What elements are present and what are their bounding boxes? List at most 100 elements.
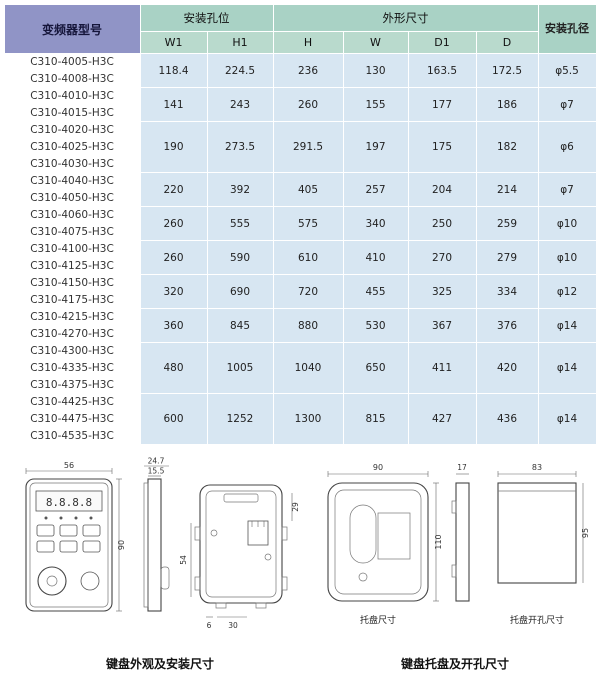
dim-tray-height: 110 xyxy=(434,534,443,549)
dim-keypad-depth-body: 15.5 xyxy=(148,467,165,476)
dim-cell-d: 376 xyxy=(475,308,539,343)
dim-cell-h1: 590 xyxy=(206,240,274,275)
cutout-label: 托盘开孔尺寸 xyxy=(510,614,564,626)
dim-cell-h1: 690 xyxy=(206,274,274,309)
dim-cell-w: 130 xyxy=(342,53,409,88)
dim-cell-w: 455 xyxy=(342,274,409,309)
hole-diameter-header: 安装孔径 xyxy=(537,4,597,54)
hole-diameter-cell: φ7 xyxy=(537,87,597,122)
model-cell: C310-4175-H3C xyxy=(3,291,141,309)
hole-diameter-cell: φ10 xyxy=(537,240,597,275)
dim-cell-w: 257 xyxy=(342,172,409,207)
keypad-display-window xyxy=(35,490,103,512)
dim-cell-h: 405 xyxy=(272,172,344,207)
spec-row: C310-4535-H3C xyxy=(3,427,596,445)
keypad-drawings: 8.8.8.8 56 90 xyxy=(25,457,300,630)
col-header-h: H xyxy=(272,31,344,54)
mount-tab xyxy=(281,576,288,591)
tray-front-view xyxy=(327,482,429,602)
dim-cell-w1: 141 xyxy=(139,87,208,122)
mounting-holes-header: 安装孔位 xyxy=(139,4,274,32)
spec-row: C310-4270-H3C xyxy=(3,325,596,343)
dim-cell-w1: 320 xyxy=(139,274,208,309)
led-indicator-icon xyxy=(44,516,48,520)
col-header-d1: D1 xyxy=(407,31,477,54)
led-indicator-icon xyxy=(59,516,63,520)
dim-tray-depth: 17 xyxy=(457,463,467,472)
dim-cell-w: 815 xyxy=(342,393,409,445)
dim-back-bottom-b: 30 xyxy=(228,621,238,630)
hole-diameter-cell: φ6 xyxy=(537,121,597,173)
model-cell: C310-4335-H3C xyxy=(3,359,141,377)
dim-cell-d1: 250 xyxy=(407,206,477,241)
dim-cell-d1: 177 xyxy=(407,87,477,122)
led-indicator-icon xyxy=(89,516,93,520)
dim-cell-h1: 1005 xyxy=(206,342,274,394)
dim-keypad-width: 56 xyxy=(64,461,74,470)
dim-cell-d1: 204 xyxy=(407,172,477,207)
dim-cell-d1: 367 xyxy=(407,308,477,343)
model-cell: C310-4375-H3C xyxy=(3,376,141,394)
dim-cell-w1: 480 xyxy=(139,342,208,394)
dim-cell-d: 420 xyxy=(475,342,539,394)
mount-tab xyxy=(281,526,288,541)
model-cell: C310-4100-H3C xyxy=(3,240,141,258)
mount-tab xyxy=(194,526,201,541)
dim-cell-w: 650 xyxy=(342,342,409,394)
keypad-button xyxy=(36,524,55,537)
dim-tray-width: 90 xyxy=(373,463,383,472)
dim-cell-h1: 392 xyxy=(206,172,274,207)
mount-hole-icon xyxy=(264,553,272,561)
dim-cell-h1: 243 xyxy=(206,87,274,122)
dim-cell-w1: 118.4 xyxy=(139,53,208,88)
outline-dimensions-header: 外形尺寸 xyxy=(272,4,539,32)
spec-row: C310-4008-H3C xyxy=(3,70,596,88)
dim-cell-h: 575 xyxy=(272,206,344,241)
spec-row: C310-4050-H3C xyxy=(3,189,596,207)
dim-cell-d: 182 xyxy=(475,121,539,173)
dim-cell-d1: 270 xyxy=(407,240,477,275)
model-cell: C310-4050-H3C xyxy=(3,189,141,207)
dim-cell-d1: 411 xyxy=(407,342,477,394)
dim-cell-w: 340 xyxy=(342,206,409,241)
hole-diameter-cell: φ14 xyxy=(537,393,597,445)
dim-cell-h: 260 xyxy=(272,87,344,122)
dim-cutout-width: 83 xyxy=(532,463,542,472)
keypad-button xyxy=(82,540,101,553)
caption-tray: 键盘托盘及开孔尺寸 xyxy=(400,657,509,671)
led-indicator-icon xyxy=(74,516,78,520)
model-cell: C310-4020-H3C xyxy=(3,121,141,139)
caption-keypad: 键盘外观及安装尺寸 xyxy=(105,657,214,671)
model-cell: C310-4150-H3C xyxy=(3,274,141,292)
dim-back-left: 54 xyxy=(179,555,188,565)
hole-diameter-cell: φ7 xyxy=(537,172,597,207)
dim-cell-d: 172.5 xyxy=(475,53,539,88)
captions: 键盘外观及安装尺寸 键盘托盘及开孔尺寸 xyxy=(0,655,600,672)
dim-back-bottom-a: 6 xyxy=(207,621,212,630)
tray-drawings: 90 110 托盘尺寸 17 83 95 xyxy=(327,463,590,626)
model-cell: C310-4125-H3C xyxy=(3,257,141,275)
col-header-h1: H1 xyxy=(206,31,274,54)
dim-cell-h1: 845 xyxy=(206,308,274,343)
spec-row: C310-4025-H3C xyxy=(3,138,596,156)
dim-cell-d: 279 xyxy=(475,240,539,275)
model-cell: C310-4535-H3C xyxy=(3,427,141,445)
keypad-button xyxy=(59,540,78,553)
dim-cell-d: 334 xyxy=(475,274,539,309)
dim-cell-d: 436 xyxy=(475,393,539,445)
dim-cell-w1: 260 xyxy=(139,206,208,241)
keypad-back-view xyxy=(194,484,288,609)
model-cell: C310-4015-H3C xyxy=(3,104,141,122)
spec-table: 变频器型号 安装孔位 外形尺寸 安装孔径 W1 H1 H W D1 D C310… xyxy=(3,4,597,445)
model-cell: C310-4005-H3C xyxy=(3,53,141,71)
dim-back-top: 29 xyxy=(291,502,300,512)
tray-label: 托盘尺寸 xyxy=(360,614,396,626)
model-column-header: 变频器型号 xyxy=(3,4,141,54)
dim-cell-h1: 273.5 xyxy=(206,121,274,173)
keypad-round-button xyxy=(80,571,100,591)
